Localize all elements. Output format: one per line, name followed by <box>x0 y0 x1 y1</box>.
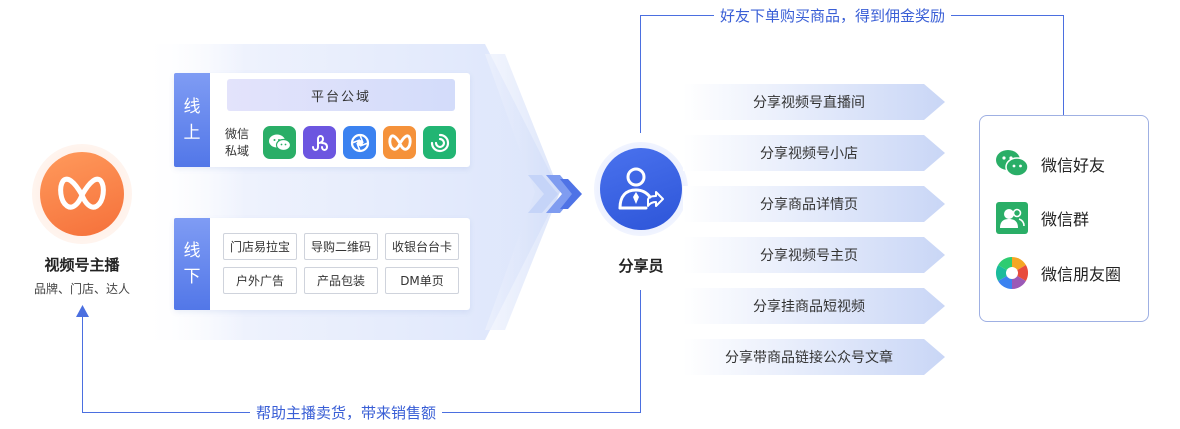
share-item: 分享视频号小店 <box>683 135 945 171</box>
offline-chip: 户外广告 <box>223 267 297 294</box>
online-tag: 线 上 <box>174 73 210 167</box>
share-item-label: 分享视频号直播间 <box>753 95 865 111</box>
moments-app-icon <box>343 126 376 159</box>
wechat-private-line1: 微信 <box>225 127 250 141</box>
sharer-label: 分享员 <box>618 257 664 275</box>
wechat-group-icon <box>995 201 1029 235</box>
up-arrow-icon <box>76 305 89 317</box>
offline-tag: 线 下 <box>174 218 210 310</box>
bottom-flow-line-vertical-right <box>640 290 641 413</box>
target-label: 微信朋友圈 <box>1041 265 1122 284</box>
top-flow-line-vertical-left <box>640 15 641 133</box>
share-item: 分享商品详情页 <box>683 186 945 222</box>
offline-tag-line2: 下 <box>183 267 201 287</box>
top-flow-line-vertical-right <box>1063 15 1064 115</box>
share-item: 分享视频号直播间 <box>683 84 945 120</box>
offline-chip: 门店易拉宝 <box>223 233 297 260</box>
channels-app-icon <box>383 126 416 159</box>
target-label: 微信群 <box>1041 210 1090 229</box>
wechat-friends-icon <box>995 147 1029 181</box>
offline-chip: DM单页 <box>385 267 459 294</box>
share-item-label: 分享视频号主页 <box>760 248 858 264</box>
offline-tag-line1: 线 <box>183 241 201 261</box>
offline-panel <box>174 218 470 310</box>
share-item-label: 分享商品详情页 <box>760 197 858 213</box>
bottom-flow-label: 帮助主播卖货，带来销售额 <box>250 402 443 423</box>
share-item-label: 分享带商品链接公众号文章 <box>725 350 893 366</box>
sharer-person-icon <box>600 148 682 230</box>
wechat-private-line2: 私域 <box>225 144 250 158</box>
platform-public-domain: 平台公域 <box>227 79 455 111</box>
green-app-icon <box>423 126 456 159</box>
target-wechat-friends: 微信好友 <box>995 148 1105 180</box>
share-item: 分享视频号主页 <box>683 237 945 273</box>
offline-chip: 导购二维码 <box>304 233 378 260</box>
offline-chip: 产品包装 <box>304 267 378 294</box>
host-subtitle: 品牌、门店、达人 <box>33 282 130 296</box>
share-item: 分享挂商品短视频 <box>683 288 945 324</box>
share-item: 分享带商品链接公众号文章 <box>683 339 945 375</box>
online-tag-line2: 上 <box>183 123 201 143</box>
share-item-label: 分享挂商品短视频 <box>753 299 865 315</box>
chevron-right-icon <box>528 175 582 213</box>
host-title: 视频号主播 <box>44 256 120 274</box>
online-tag-line1: 线 <box>183 97 201 117</box>
target-label: 微信好友 <box>1041 156 1106 175</box>
mini-program-icon <box>303 126 336 159</box>
wechat-icon <box>263 126 296 159</box>
moments-icon <box>995 256 1029 290</box>
wechat-private-domain: 微信 私域 <box>225 126 255 160</box>
target-wechat-group: 微信群 <box>995 202 1089 234</box>
offline-chip: 收银台台卡 <box>385 233 459 260</box>
channels-logo-icon <box>40 152 124 236</box>
bottom-flow-line-vertical-left <box>82 316 83 413</box>
top-flow-label: 好友下单购买商品，得到佣金奖励 <box>714 5 952 26</box>
share-item-label: 分享视频号小店 <box>760 146 858 162</box>
target-wechat-moments: 微信朋友圈 <box>995 256 1122 290</box>
